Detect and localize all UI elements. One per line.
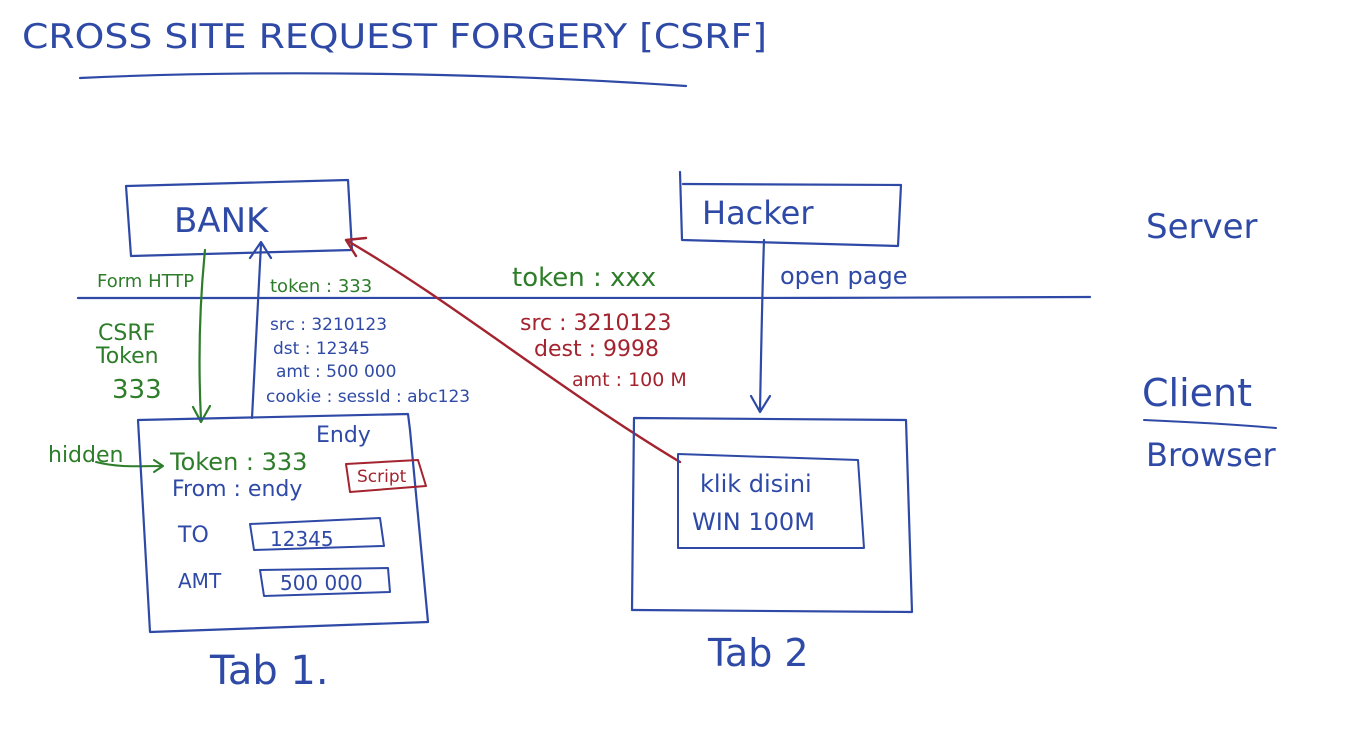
legit-cookie: cookie : sessId : abc123	[266, 387, 470, 407]
tab2-ad-line1: klik disini	[700, 470, 812, 498]
tab2-ad-box	[677, 453, 865, 549]
tab1-amt-field	[259, 567, 391, 597]
server-token-label: token : 333	[270, 276, 372, 297]
tab2-caption: Tab 2	[707, 631, 809, 675]
csrf-token-label-2: Token	[95, 344, 159, 369]
tab1-from-row: From : endy	[172, 477, 302, 502]
csrf-token-label-1: CSRF	[98, 321, 155, 346]
tab1-amt-value: 500 000	[280, 571, 363, 595]
browser-label: Browser	[1146, 436, 1277, 474]
forged-src: src : 3210123	[520, 311, 672, 336]
legit-src: src : 3210123	[270, 315, 387, 335]
title-underline	[78, 72, 688, 88]
tab1-script-badge: Script	[357, 467, 407, 487]
open-page-label: open page	[780, 262, 907, 290]
hacker-box	[678, 170, 903, 248]
tab2-window: klik disini WIN 100M	[630, 416, 914, 614]
forged-dest: dest : 9998	[534, 337, 659, 362]
open-page-arrow	[749, 238, 772, 414]
tab1-to-value: 12345	[270, 527, 334, 551]
hacker-label: Hacker	[702, 194, 814, 232]
tab2-frame	[630, 416, 914, 614]
client-label: Client	[1142, 371, 1252, 415]
tab1-frame	[136, 412, 430, 634]
forged-request-arrow	[344, 236, 682, 464]
tab2-ad-line2: WIN 100M	[692, 508, 815, 536]
form-http-label: Form HTTP	[97, 271, 194, 292]
tab1-amt-label: AMT	[178, 569, 222, 593]
bank-label: BANK	[174, 201, 270, 241]
tab1-caption: Tab 1.	[209, 648, 329, 694]
server-label: Server	[1146, 207, 1258, 247]
legit-dst: dst : 12345	[273, 339, 370, 359]
form-delivery-arrow	[191, 248, 212, 424]
csrf-token-value: 333	[112, 375, 162, 405]
legit-request-arrow	[248, 240, 273, 420]
client-underline	[1143, 419, 1277, 429]
tab1-token-row: Token : 333	[169, 448, 307, 476]
tab1-to-field	[249, 517, 385, 551]
legit-amt: amt : 500 000	[276, 362, 396, 382]
tab1-window: Endy Token : 333 From : endy Script TO 1…	[136, 412, 430, 634]
forged-amt: amt : 100 M	[572, 369, 687, 391]
hidden-arrow	[95, 459, 164, 473]
tab1-script-box	[345, 459, 427, 493]
tab1-header: Endy	[316, 423, 371, 448]
server-client-divider	[76, 295, 1092, 300]
diagram-title: CROSS SITE REQUEST FORGERY [CSRF]	[22, 17, 767, 57]
hacker-token-label: token : xxx	[512, 263, 656, 293]
tab1-to-label: TO	[177, 523, 209, 548]
